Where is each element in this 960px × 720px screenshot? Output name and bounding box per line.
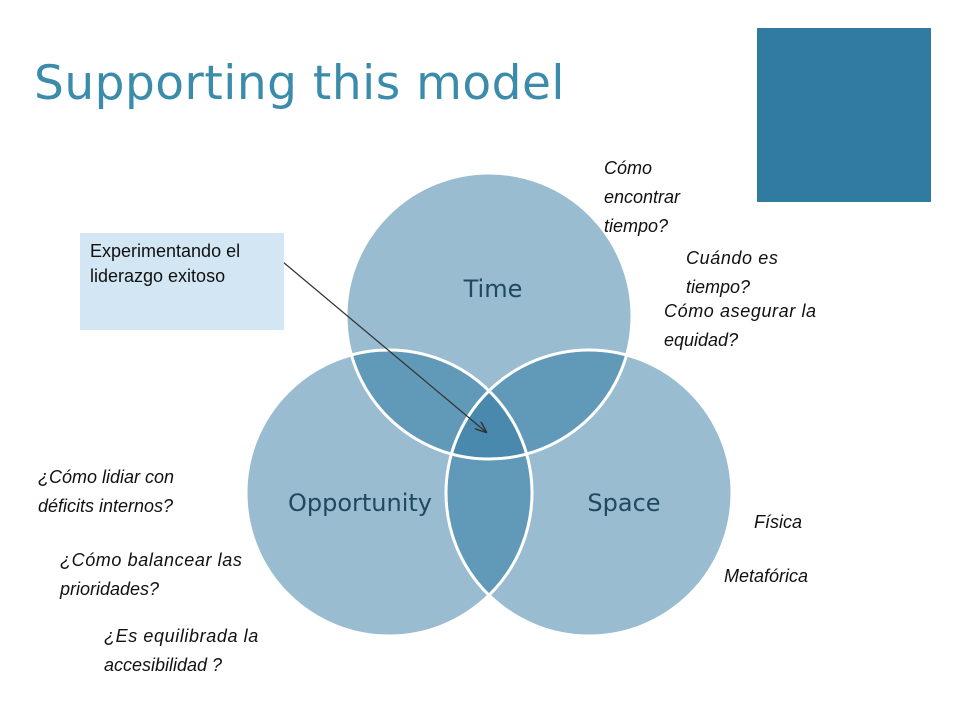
note-opportunity-priorities: ¿Cómo balancear las prioridades? <box>60 550 243 599</box>
callout-box: Experimentando el liderazgo exitoso <box>80 233 284 330</box>
note-opportunity-deficits: ¿Cómo lidiar con déficits internos? <box>38 467 175 516</box>
callout-arrow <box>282 261 486 432</box>
slide-title: Supporting this model <box>34 56 565 111</box>
note-time-equity: Cómo asegurar la equidad? <box>664 301 817 350</box>
note-time-when: Cuándo es tiempo? <box>686 248 779 297</box>
overlap-time-opportunity <box>346 350 532 459</box>
circle-label-opportunity: Opportunity <box>288 489 432 517</box>
note-space-physical: Física <box>754 512 803 532</box>
accent-square <box>757 28 931 202</box>
note-opportunity-accessibility: ¿Es equilibrada la accesibilidad ? <box>104 626 259 675</box>
circle-label-time: Time <box>463 275 523 303</box>
note-space-metaphorical: Metafórica <box>724 566 809 586</box>
overlap-time-space <box>446 350 632 459</box>
note-time-find: Cómo encontrar tiempo? <box>604 158 681 236</box>
circle-label-space: Space <box>587 489 660 517</box>
